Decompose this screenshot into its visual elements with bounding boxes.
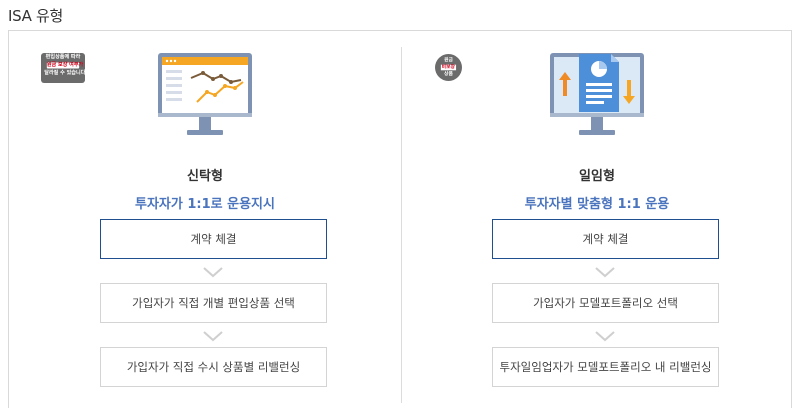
monitor-line-chart-icon bbox=[158, 53, 252, 135]
chevron-down-icon bbox=[203, 331, 223, 342]
badge-line-2: 비보장 bbox=[441, 63, 456, 71]
step-rebalance[interactable]: 가입자가 직접 수시 상품별 리밸런싱 bbox=[100, 347, 327, 387]
chevron-down-icon bbox=[203, 267, 223, 278]
badge-line-1: 편입상품에 따라 bbox=[45, 53, 81, 60]
type-description: 투자자가 1:1로 운용지시 bbox=[135, 197, 275, 212]
column-divider bbox=[401, 47, 402, 403]
step-contract[interactable]: 계약 체결 bbox=[100, 219, 327, 259]
chevron-down-icon bbox=[595, 267, 615, 278]
discretionary-type-column: 원금 비보장 상품 일임형 투자자별 맞춤형 1:1 운용 계약 체결 bbox=[401, 31, 793, 408]
type-name: 신탁형 bbox=[187, 169, 223, 184]
trust-type-column: 편입상품에 따라 원금 보장 여부가 달라질 수 있습니다 신탁형 투자자가 1… bbox=[9, 31, 401, 408]
section-title: ISA 유형 bbox=[8, 7, 64, 25]
badge-line-3: 달라질 수 있습니다 bbox=[44, 69, 86, 76]
monitor-document-pie-icon bbox=[550, 53, 644, 135]
step-rebalance[interactable]: 투자일임업자가 모델포트폴리오 내 리밸런싱 bbox=[492, 347, 719, 387]
badge-line-3: 상품 bbox=[444, 70, 453, 77]
principal-notice-badge: 편입상품에 따라 원금 보장 여부가 달라질 수 있습니다 bbox=[41, 53, 85, 83]
badge-line-2: 원금 보장 여부가 bbox=[46, 61, 84, 69]
step-select[interactable]: 가입자가 직접 개별 편입상품 선택 bbox=[100, 283, 327, 323]
chevron-down-icon bbox=[595, 331, 615, 342]
isa-type-panel: 편입상품에 따라 원금 보장 여부가 달라질 수 있습니다 신탁형 투자자가 1… bbox=[8, 30, 792, 408]
step-contract[interactable]: 계약 체결 bbox=[492, 219, 719, 259]
badge-line-1: 원금 bbox=[444, 57, 453, 63]
step-select[interactable]: 가입자가 모델포트폴리오 선택 bbox=[492, 283, 719, 323]
type-description: 투자자별 맞춤형 1:1 운용 bbox=[524, 197, 670, 212]
type-name: 일임형 bbox=[579, 169, 615, 184]
non-guaranteed-badge: 원금 비보장 상품 bbox=[435, 54, 462, 81]
